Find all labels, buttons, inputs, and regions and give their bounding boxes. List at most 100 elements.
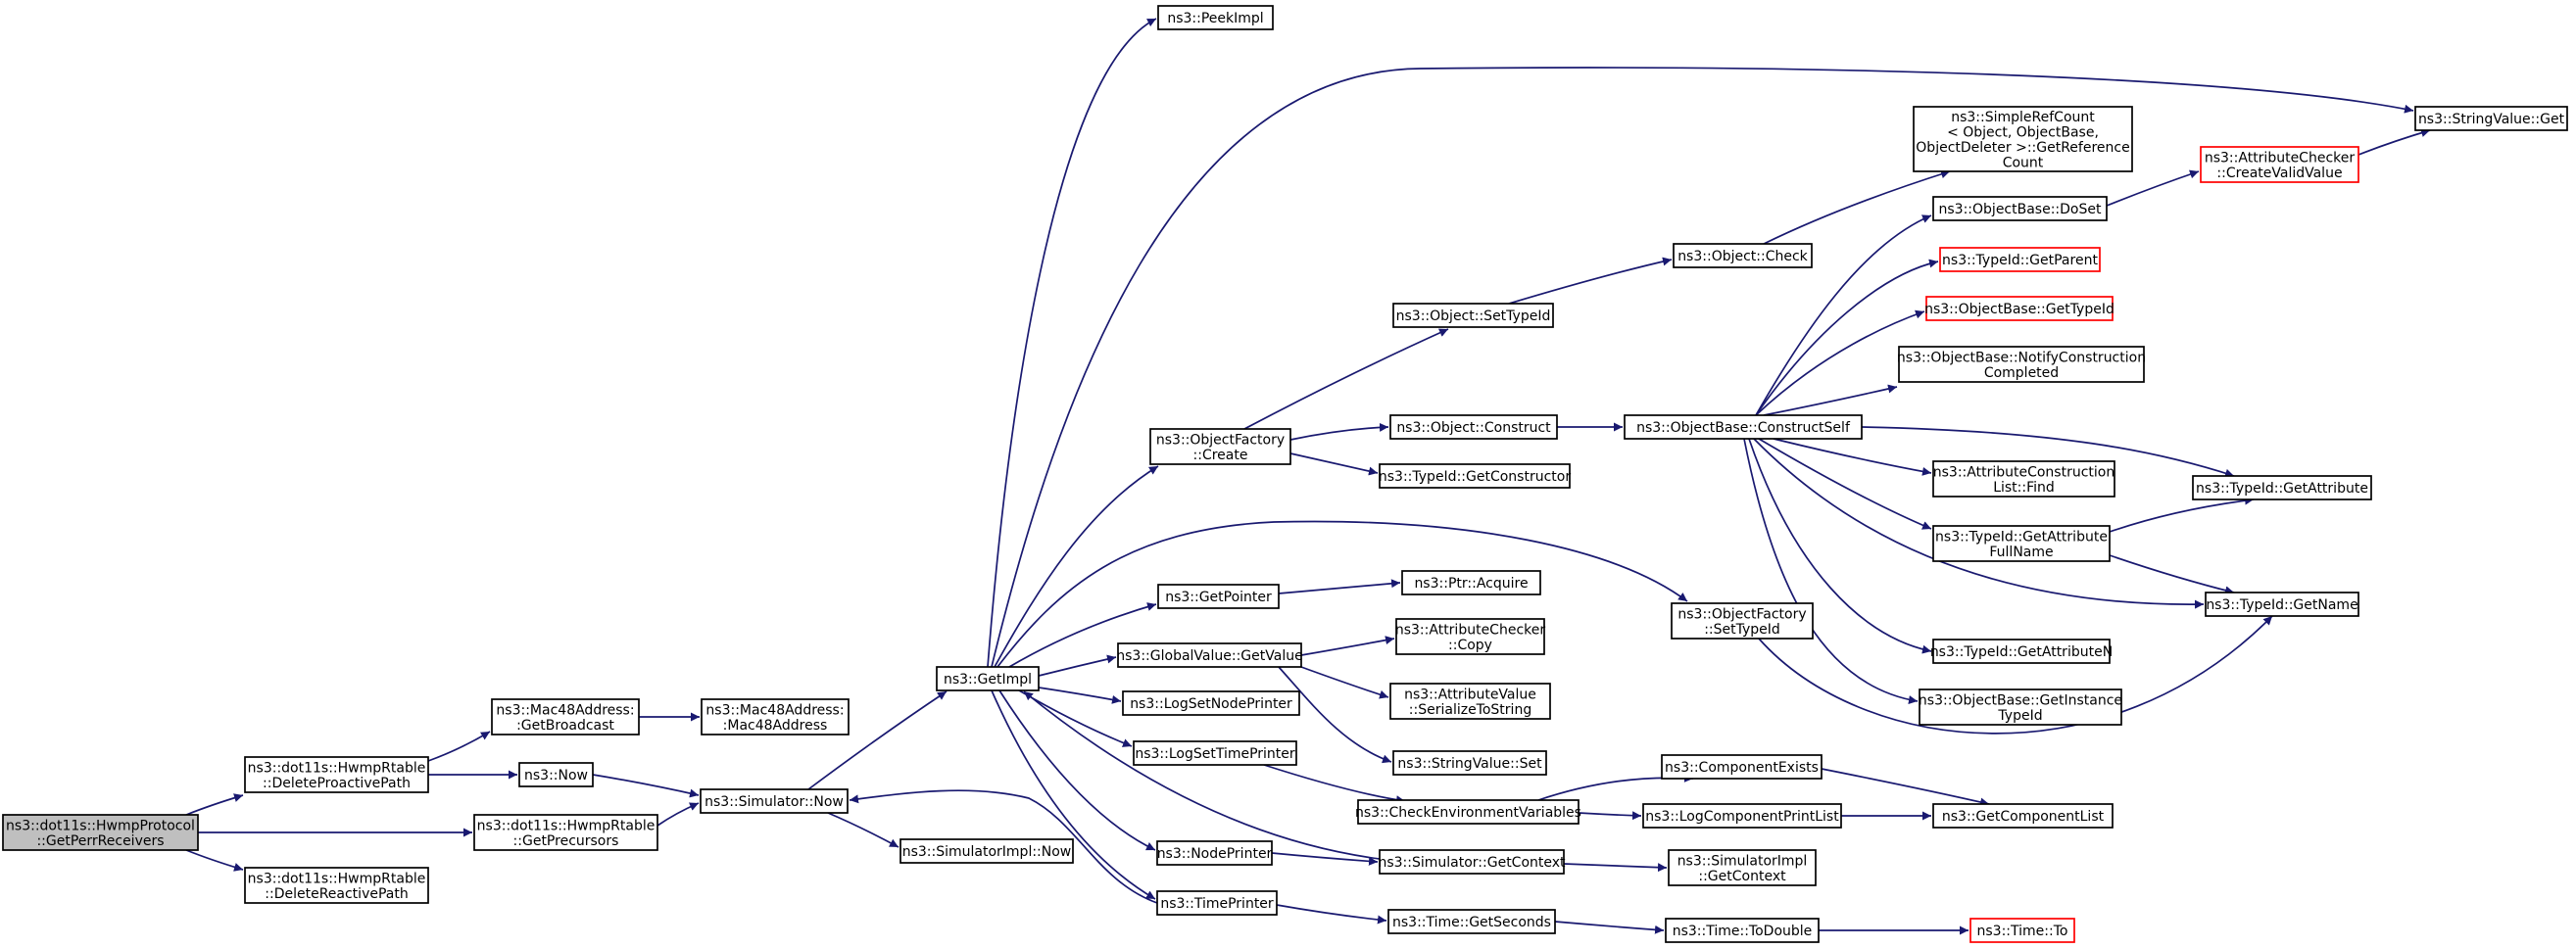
node-mac48[interactable]: ns3::Mac48Address::Mac48Address	[701, 698, 850, 735]
edge-getimpl-to-ofsettid	[996, 520, 1688, 668]
node-tidparent[interactable]: ns3::TypeId::GetParent	[1939, 247, 2101, 272]
node-ofcreate[interactable]: ns3::ObjectFactory::Create	[1149, 428, 1291, 465]
node-nodeprinter[interactable]: ns3::NodePrinter	[1156, 840, 1273, 866]
node-box	[1389, 683, 1551, 720]
node-getcomplist[interactable]: ns3::GetComponentList	[1932, 803, 2114, 829]
node-compexists[interactable]: ns3::ComponentExists	[1661, 754, 1823, 780]
node-label: ::GetContext	[1698, 869, 1786, 884]
node-getptr[interactable]: ns3::GetPointer	[1157, 584, 1280, 609]
node-box	[1395, 618, 1545, 655]
node-logtime[interactable]: ns3::LogSetTimePrinter	[1133, 740, 1297, 766]
node-box	[1357, 799, 1580, 825]
node-label: < Object, ObjectBase,	[1947, 124, 2099, 140]
node-tidattrn[interactable]: ns3::TypeId::GetAttributeN	[1930, 639, 2113, 664]
node-checkenv[interactable]: ns3::CheckEnvironmentVariables	[1355, 799, 1581, 825]
node-box	[936, 666, 1040, 691]
node-obtid[interactable]: ns3::ObjectBase::GetTypeId	[1924, 296, 2114, 321]
node-box	[1913, 106, 2133, 172]
node-now[interactable]: ns3::Now	[518, 762, 594, 787]
edge-objcheck-to-simplerefcount	[1763, 169, 1951, 245]
node-box	[2205, 592, 2359, 617]
node-todouble[interactable]: ns3::Time::ToDouble	[1665, 918, 1820, 943]
node-obnotify[interactable]: ns3::ObjectBase::NotifyConstructionCompl…	[1897, 346, 2146, 383]
node-box	[1379, 463, 1571, 489]
node-getimpl[interactable]: ns3::GetImpl	[936, 666, 1040, 691]
node-obdoset[interactable]: ns3::ObjectBase::DoSet	[1932, 196, 2108, 221]
node-ofsettid[interactable]: ns3::ObjectFactory::SetTypeId	[1671, 602, 1814, 640]
node-label: Count	[2003, 155, 2044, 170]
edge-logtime-to-checkenv	[1263, 764, 1406, 805]
node-obconstructself[interactable]: ns3::ObjectBase::ConstructSelf	[1624, 414, 1863, 440]
node-label: FullName	[1989, 545, 2053, 560]
node-box	[1932, 525, 2111, 562]
node-tidctor[interactable]: ns3::TypeId::GetConstructor	[1379, 463, 1571, 489]
edge-getimpl-to-ofcreate	[994, 465, 1159, 668]
node-getbcast[interactable]: ns3::Mac48Address::GetBroadcast	[491, 698, 640, 735]
node-ptracq[interactable]: ns3::Ptr::Acquire	[1401, 570, 1541, 595]
node-box	[1401, 570, 1541, 595]
node-timeto[interactable]: ns3::Time::To	[1969, 918, 2075, 943]
node-box	[1156, 890, 1278, 916]
edge-timeprinter-to-getsec	[1276, 904, 1387, 925]
node-tidattr[interactable]: ns3::TypeId::GetAttribute	[2192, 475, 2372, 500]
node-delreact[interactable]: ns3::dot11s::HwmpRtable::DeleteReactiveP…	[244, 867, 429, 904]
node-timeprinter[interactable]: ns3::TimePrinter	[1156, 890, 1278, 916]
edge-obconstructself-to-obtid	[1755, 309, 1925, 416]
edge-gvget-to-avser	[1300, 666, 1389, 699]
nodes: ns3::dot11s::HwmpProtocol::GetPerrReceiv…	[2, 5, 2568, 943]
node-implnow[interactable]: ns3::SimulatorImpl::Now	[899, 838, 1074, 864]
node-getperr[interactable]: ns3::dot11s::HwmpProtocol::GetPerrReceiv…	[2, 814, 199, 851]
node-box	[1156, 840, 1273, 866]
node-label: ns3::Time::To	[1977, 924, 2068, 939]
node-label: ns3::Mac48Address:	[705, 702, 844, 718]
node-box	[1379, 849, 1565, 875]
node-box	[491, 698, 640, 735]
node-delpro[interactable]: ns3::dot11s::HwmpRtable::DeleteProactive…	[244, 756, 429, 793]
node-box	[2192, 475, 2372, 500]
node-simplerefcount[interactable]: ns3::SimpleRefCount< Object, ObjectBase,…	[1913, 106, 2133, 172]
node-gvget[interactable]: ns3::GlobalValue::GetValue	[1116, 642, 1303, 668]
node-box	[701, 698, 850, 735]
node-logcompprint[interactable]: ns3::LogComponentPrintList	[1642, 803, 1842, 829]
node-simctx[interactable]: ns3::Simulator::GetContext	[1378, 849, 1566, 875]
edge-delpro-to-getbcast	[427, 731, 491, 762]
node-label: ns3::ObjectFactory	[1677, 606, 1806, 622]
node-label: Completed	[1984, 365, 2059, 381]
node-label: ns3::Simulator::Now	[705, 794, 844, 810]
node-objcheck[interactable]: ns3::Object::Check	[1673, 243, 1813, 268]
node-box	[1898, 346, 2145, 383]
node-lognode[interactable]: ns3::LogSetNodePrinter	[1122, 690, 1300, 716]
edge-obconstructself-to-obnotify	[1763, 384, 1898, 416]
node-svget[interactable]: ns3::StringValue::Get	[2414, 106, 2568, 131]
node-getprec[interactable]: ns3::dot11s::HwmpRtable::GetPrecursors	[473, 814, 658, 851]
edge-simnow-to-implnow	[827, 812, 899, 848]
node-implctx[interactable]: ns3::SimulatorImpl::GetContext	[1668, 849, 1817, 886]
node-objconstruct[interactable]: ns3::Object::Construct	[1389, 414, 1558, 440]
edge-obdoset-to-accreate	[2106, 169, 2200, 207]
node-simnow[interactable]: ns3::Simulator::Now	[700, 788, 849, 814]
node-label: ::GetPrecursors	[513, 833, 619, 849]
node-tidname[interactable]: ns3::TypeId::GetName	[2205, 592, 2359, 617]
node-label: ObjectDeleter >::GetReference	[1916, 140, 2129, 156]
node-getsec[interactable]: ns3::Time::GetSeconds	[1387, 909, 1556, 934]
node-avser[interactable]: ns3::AttributeValue::SerializeToString	[1389, 683, 1551, 720]
node-accopy[interactable]: ns3::AttributeChecker::Copy	[1395, 618, 1546, 655]
edge-getperr-to-delreact	[185, 849, 244, 872]
edge-tidattrfull-to-tidattr	[2109, 496, 2255, 533]
node-label: ns3::AttributeValue	[1404, 687, 1536, 702]
edge-tidattrfull-to-tidname	[2109, 554, 2235, 595]
node-svset[interactable]: ns3::StringValue::Set	[1392, 750, 1547, 776]
node-label: ns3::SimpleRefCount	[1951, 110, 2095, 125]
node-label: ns3::dot11s::HwmpRtable	[477, 818, 656, 833]
node-label: ns3::SimulatorImpl::Now	[902, 844, 1072, 860]
node-box	[1122, 690, 1300, 716]
node-peek[interactable]: ns3::PeekImpl	[1157, 5, 1274, 30]
node-box	[1673, 243, 1813, 268]
node-objsettid[interactable]: ns3::Object::SetTypeId	[1392, 303, 1554, 328]
node-accreate[interactable]: ns3::AttributeChecker::CreateValidValue	[2200, 146, 2359, 183]
node-label: ns3::SimulatorImpl	[1677, 853, 1808, 869]
